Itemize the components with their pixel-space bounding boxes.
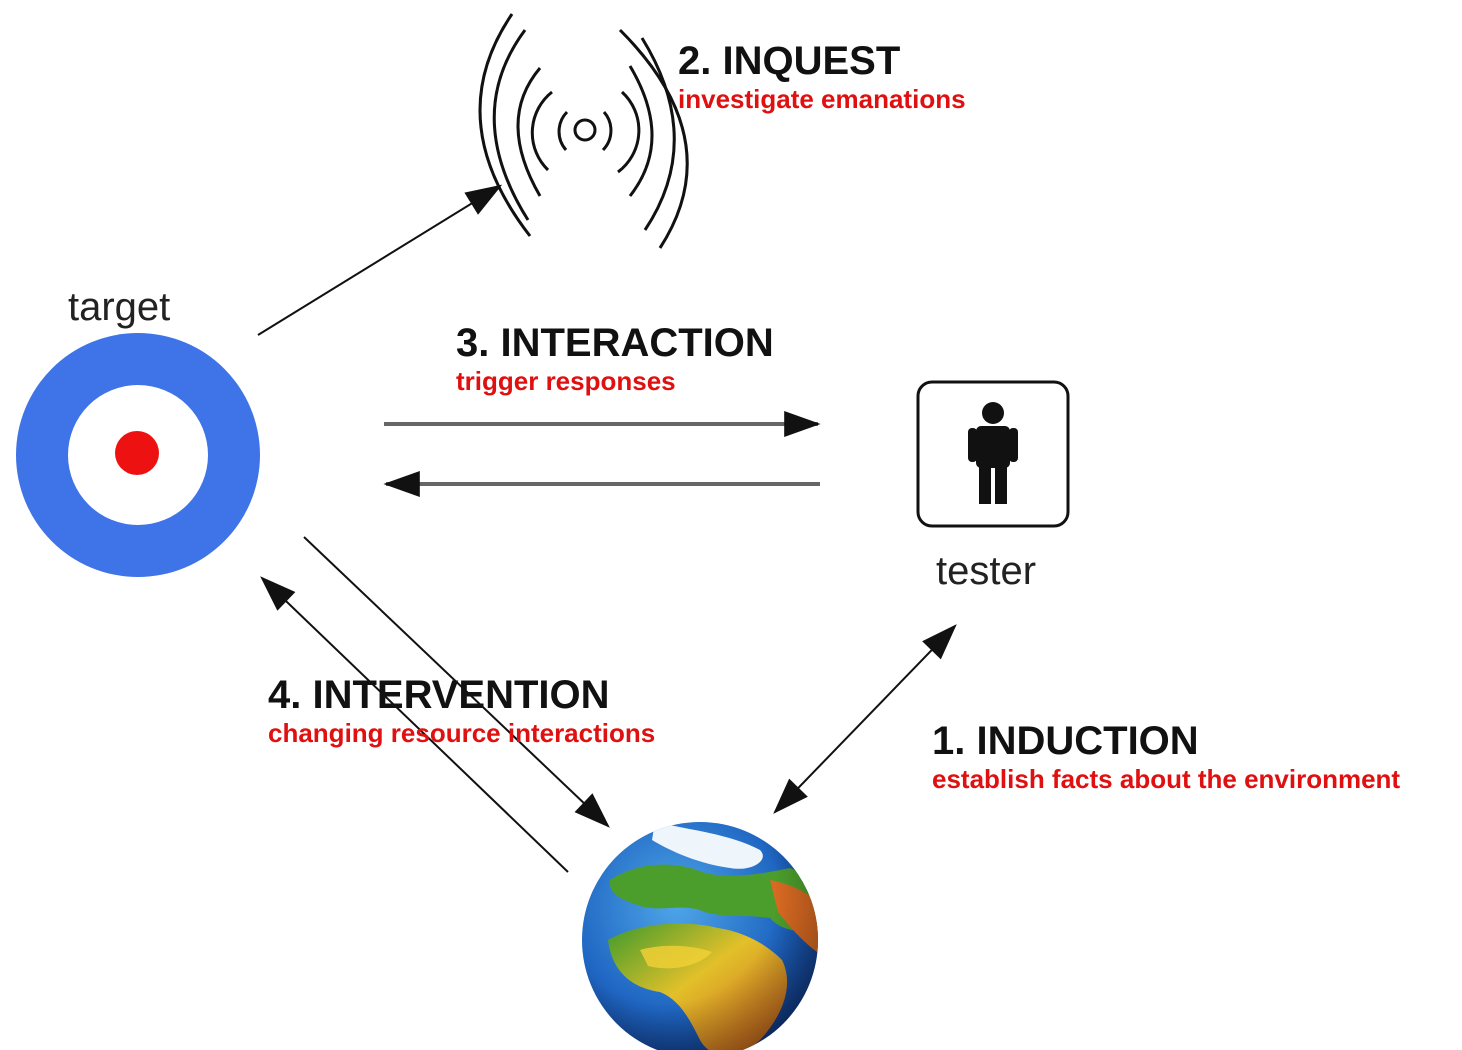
- arrow-target-to-environment: [303, 536, 610, 828]
- step-induction-title: 1. INDUCTION: [932, 719, 1199, 763]
- step-induction: 1. INDUCTION establish facts about the e…: [932, 718, 1400, 794]
- step-interaction-desc: trigger responses: [456, 366, 676, 396]
- person-icon: [916, 380, 1070, 528]
- arrow-target-to-emanation: [257, 184, 503, 336]
- bullseye-icon: [16, 333, 260, 577]
- tester-label: tester: [936, 549, 1037, 593]
- step-interaction: 3. INTERACTION trigger responses: [456, 320, 774, 396]
- target-label: target: [68, 285, 171, 329]
- connectors: [257, 184, 957, 873]
- step-interaction-title: 3. INTERACTION: [456, 321, 774, 365]
- earth-globe-icon: [582, 822, 818, 1050]
- step-inquest: 2. INQUEST investigate emanations: [678, 38, 966, 114]
- step-intervention-desc: changing resource interactions: [268, 718, 656, 748]
- emanation-waves-icon: [478, 13, 689, 249]
- step-induction-desc: establish facts about the environment: [932, 764, 1401, 794]
- step-inquest-desc: investigate emanations: [678, 84, 966, 114]
- arrow-induction-bidirectional: [773, 624, 957, 814]
- step-inquest-title: 2. INQUEST: [678, 39, 901, 83]
- arrow-environment-to-target: [260, 576, 569, 873]
- step-intervention-title: 4. INTERVENTION: [268, 673, 610, 717]
- step-intervention: 4. INTERVENTION changing resource intera…: [268, 672, 655, 748]
